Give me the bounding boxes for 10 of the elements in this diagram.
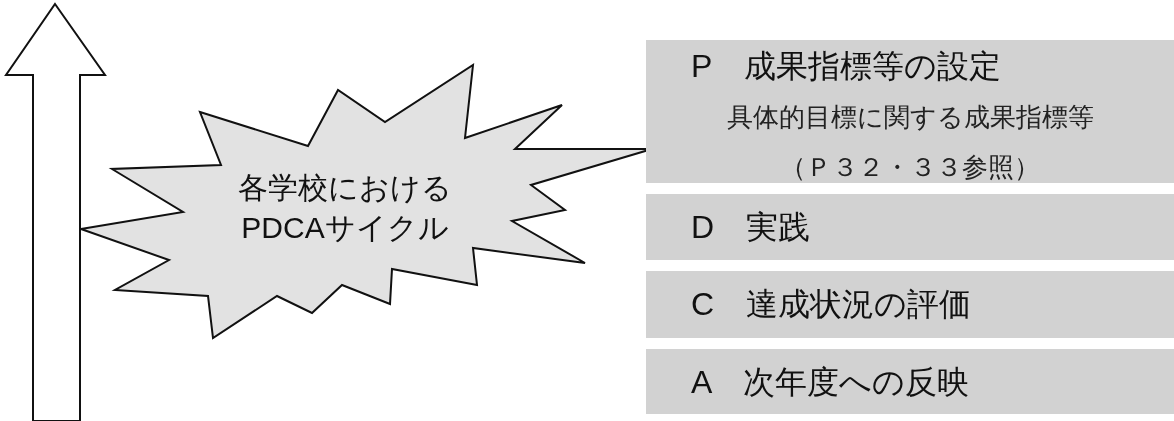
step-title: A 次年度への反映 — [691, 364, 969, 400]
step-title: D 実践 — [691, 209, 811, 245]
step-box — [646, 194, 1174, 260]
step-box — [646, 349, 1174, 414]
step-title: C 達成状況の評価 — [691, 286, 972, 322]
burst-title: 各学校におけるPDCAサイクル — [237, 170, 453, 246]
step-box — [646, 40, 1174, 183]
step-box — [646, 271, 1174, 338]
step-description: 具体的目標に関する成果指標等（Ｐ３２・３３参照） — [725, 101, 1095, 184]
step-title: P 成果指標等の設定 — [691, 48, 1001, 84]
